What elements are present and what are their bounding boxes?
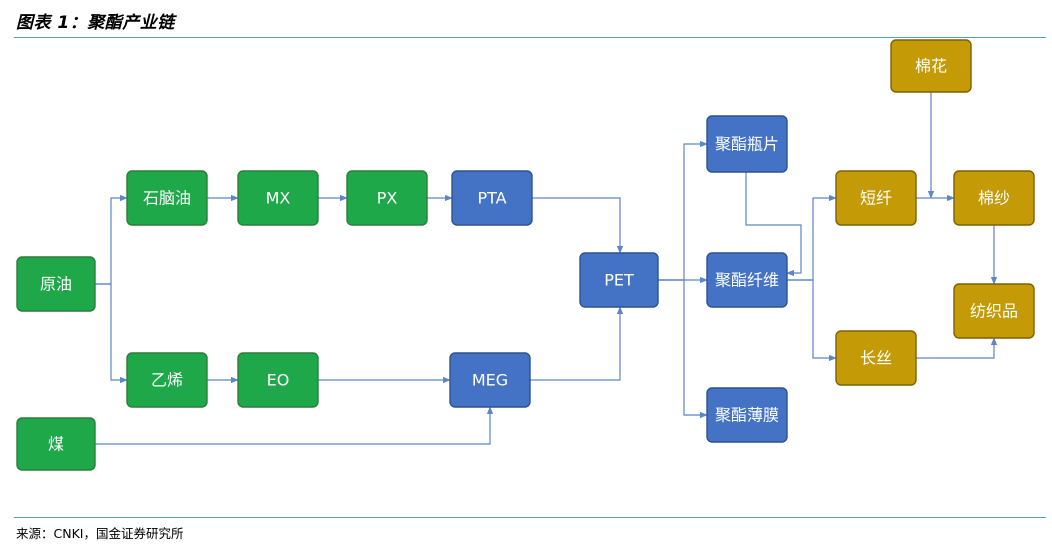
node-label-textile: 纺织品 (970, 302, 1018, 321)
node-label-mx: MX (266, 189, 291, 208)
node-box-crude (16, 256, 96, 312)
node-label-ethylene: 乙烯 (151, 371, 183, 390)
arrow-pet-to-bottle (658, 140, 708, 281)
node-label-filament: 长丝 (860, 349, 892, 368)
node-box-meg (449, 352, 531, 408)
node-box-film (706, 387, 788, 443)
node-yarn: 棉纱 (953, 170, 1035, 226)
node-box-staple (835, 170, 917, 226)
top-rule (14, 37, 1046, 38)
node-fiber: 聚酯纤维 (706, 252, 788, 308)
node-ethylene: 乙烯 (126, 352, 208, 408)
node-pta: PTA (451, 170, 533, 226)
node-box-coal (16, 417, 96, 471)
arrow-coal-to-meg (95, 406, 494, 445)
node-label-crude: 原油 (40, 275, 72, 294)
node-label-staple: 短纤 (860, 189, 892, 208)
edges-layer (95, 92, 998, 445)
node-label-fiber: 聚酯纤维 (715, 271, 779, 290)
node-cotton: 棉花 (890, 39, 972, 93)
node-px: PX (346, 170, 428, 226)
node-film: 聚酯薄膜 (706, 387, 788, 443)
node-meg: MEG (449, 352, 531, 408)
node-label-pet: PET (604, 271, 634, 290)
node-textile: 纺织品 (953, 283, 1035, 339)
arrow-crude-to-ethylene (95, 283, 128, 384)
node-label-naphtha: 石脑油 (143, 189, 191, 208)
node-bottle: 聚酯瓶片 (706, 115, 788, 173)
node-box-eo (237, 352, 319, 408)
node-label-pta: PTA (477, 189, 506, 208)
node-box-mx (237, 170, 319, 226)
arrow-fiber-to-filament (787, 279, 837, 362)
node-box-ethylene (126, 352, 208, 408)
node-label-bottle: 聚酯瓶片 (715, 135, 779, 154)
node-box-cotton (890, 39, 972, 93)
node-naphtha: 石脑油 (126, 170, 208, 226)
node-staple: 短纤 (835, 170, 917, 226)
node-box-filament (835, 330, 917, 386)
node-label-meg: MEG (472, 371, 508, 390)
figure-title: 图表 1：聚酯产业链 (16, 13, 175, 33)
node-box-px (346, 170, 428, 226)
arrow-pta-to-pet (532, 197, 624, 254)
arrow-filament-to-textile (916, 337, 998, 359)
node-box-textile (953, 283, 1035, 339)
node-box-pet (579, 252, 659, 308)
arrow-pet-to-film (658, 279, 708, 419)
node-label-film: 聚酯薄膜 (715, 406, 779, 425)
node-label-yarn: 棉纱 (978, 189, 1010, 208)
node-box-yarn (953, 170, 1035, 226)
node-eo: EO (237, 352, 319, 408)
node-box-bottle (706, 115, 788, 173)
bottom-rule (14, 517, 1046, 518)
node-label-cotton: 棉花 (915, 57, 947, 76)
node-label-coal: 煤 (48, 435, 64, 454)
source-note: 来源：CNKI，国金证券研究所 (16, 526, 184, 541)
node-label-px: PX (377, 189, 398, 208)
arrow-bottle-to-fiber (745, 172, 802, 277)
arrow-crude-to-naphtha (95, 194, 128, 285)
node-pet: PET (579, 252, 659, 308)
node-coal: 煤 (16, 417, 96, 471)
node-label-eo: EO (267, 371, 290, 390)
arrow-fiber-to-staple (787, 194, 837, 281)
arrow-meg-to-pet (530, 306, 624, 381)
node-box-fiber (706, 252, 788, 308)
node-crude: 原油 (16, 256, 96, 312)
node-box-naphtha (126, 170, 208, 226)
node-filament: 长丝 (835, 330, 917, 386)
node-mx: MX (237, 170, 319, 226)
node-box-pta (451, 170, 533, 226)
